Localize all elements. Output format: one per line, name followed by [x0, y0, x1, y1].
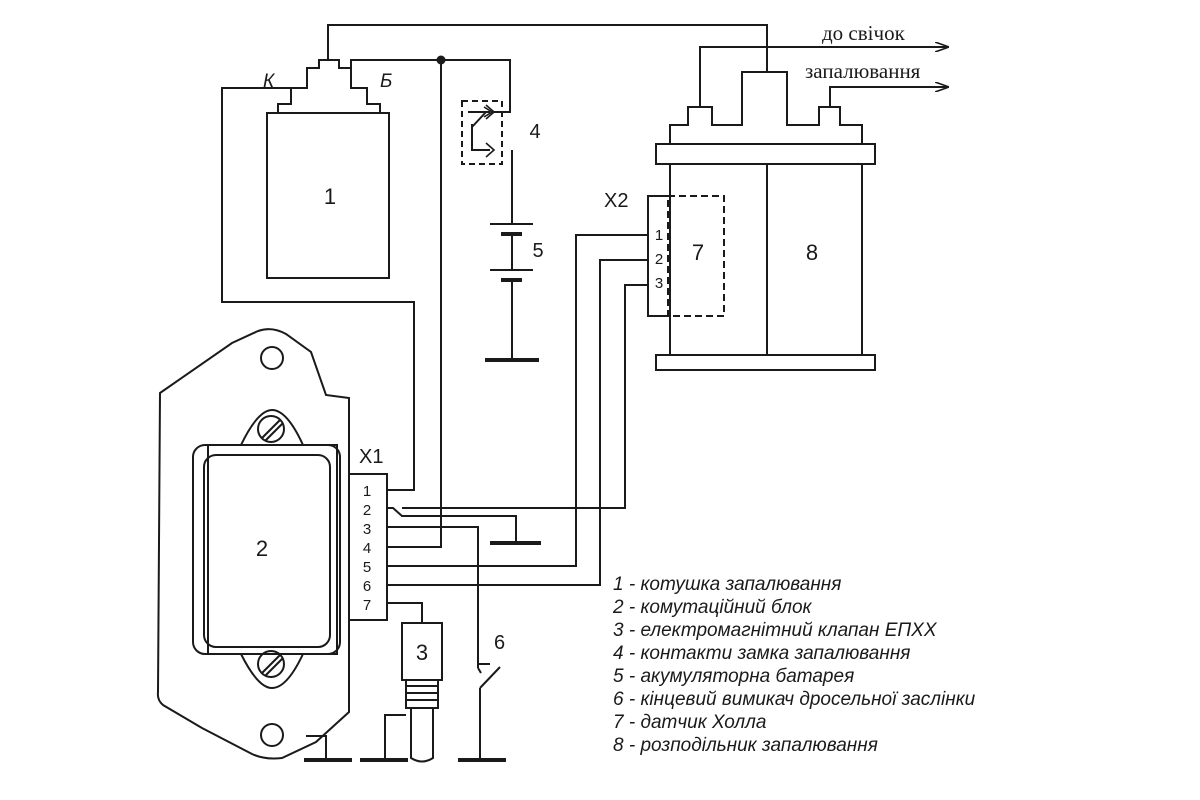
battery	[485, 150, 539, 362]
wire-junction-to-x1-4	[387, 60, 442, 548]
legend-item: 6 - кінцевий вимикач дросельної заслінки	[613, 689, 976, 710]
output-arrow-top	[699, 47, 948, 107]
x1-label: X1	[359, 446, 383, 468]
ignition-switch-contacts	[461, 100, 503, 165]
x2-pin-1: 1	[655, 227, 663, 244]
x2-label: X2	[604, 190, 628, 212]
legend-item: 1 - котушка запалювання	[613, 574, 842, 595]
wire-b-to-junction	[350, 59, 441, 88]
wiring	[221, 24, 768, 762]
legend: 1 - котушка запалювання 2 - комутаційний…	[613, 573, 1083, 757]
wire-junction-to-switch	[441, 59, 511, 113]
commutator-number: 2	[256, 536, 268, 561]
x1-pin-1: 1	[363, 483, 371, 500]
mounting-hole-top	[260, 346, 284, 370]
wire-commutator-to-ground	[306, 735, 327, 760]
legend-item: 7 - датчик Холла	[613, 712, 767, 733]
legend-item: 4 - контакти замка запалювання	[613, 643, 911, 664]
wire-x1-2-to-hall-3	[402, 284, 648, 509]
legend-item: 3 - електромагнітний клапан ЕПХХ	[613, 620, 937, 641]
screw-top	[257, 415, 285, 443]
x2-pin-3: 3	[655, 275, 663, 292]
mounting-hole-bottom	[260, 723, 284, 747]
throttle-switch-number: 6	[494, 632, 506, 654]
legend-item: 2 - комутаційний блок	[613, 597, 812, 618]
coil-terminal-k: К	[263, 71, 276, 92]
wire-x1-2-to-ground	[387, 507, 517, 543]
output-label-line2: запалювання	[805, 59, 921, 83]
throttle-contact-top	[477, 663, 490, 674]
x1-pin-7: 7	[363, 597, 371, 614]
x1-pin-2: 2	[363, 502, 371, 519]
spark-plug-outputs	[699, 47, 948, 107]
valve-number: 3	[416, 640, 428, 665]
wire-x1-6-to-hall-2	[387, 259, 648, 586]
legend-item: 8 - розподільник запалювання	[613, 735, 878, 756]
x1-pin-6: 6	[363, 578, 371, 595]
x1-pin-3: 3	[363, 521, 371, 538]
x1-pin-5: 5	[363, 559, 371, 576]
battery-number: 5	[532, 240, 543, 262]
legend-item: 5 - акумуляторна батарея	[613, 666, 855, 687]
ignition-coil	[266, 59, 390, 279]
wire-x1-3-to-throttle	[387, 526, 479, 664]
x2-pin-labels: 1 2 3	[655, 227, 663, 292]
wire-x1-7-to-valve	[387, 602, 423, 623]
x2-pin-2: 2	[655, 251, 663, 268]
x1-pin-4: 4	[363, 540, 371, 557]
commutator-housing-inner	[203, 454, 331, 648]
distributor-number: 8	[806, 240, 818, 265]
wire-coil-to-distributor	[327, 24, 768, 72]
x1-pin-labels: 1 2 3 4 5 6 7	[363, 483, 371, 614]
switch-number: 4	[529, 121, 540, 143]
output-arrow-bottom	[829, 87, 948, 107]
wire-valve-to-ground	[384, 714, 406, 760]
screw-bottom	[257, 650, 285, 678]
hall-sensor-number: 7	[692, 240, 704, 265]
wire-k-to-x1-1	[221, 87, 415, 491]
coil-terminal-b: Б	[380, 71, 392, 92]
commutator-block	[156, 328, 350, 760]
wire-x1-5-to-hall-1	[387, 234, 648, 567]
output-label-line1: до свічок	[822, 21, 906, 45]
ignition-distributor	[655, 71, 876, 371]
coil-number: 1	[324, 184, 336, 209]
throttle-blade	[479, 666, 501, 689]
junction-dot	[436, 55, 446, 65]
hall-sensor	[647, 195, 725, 317]
commutator-housing-outer	[192, 444, 341, 655]
